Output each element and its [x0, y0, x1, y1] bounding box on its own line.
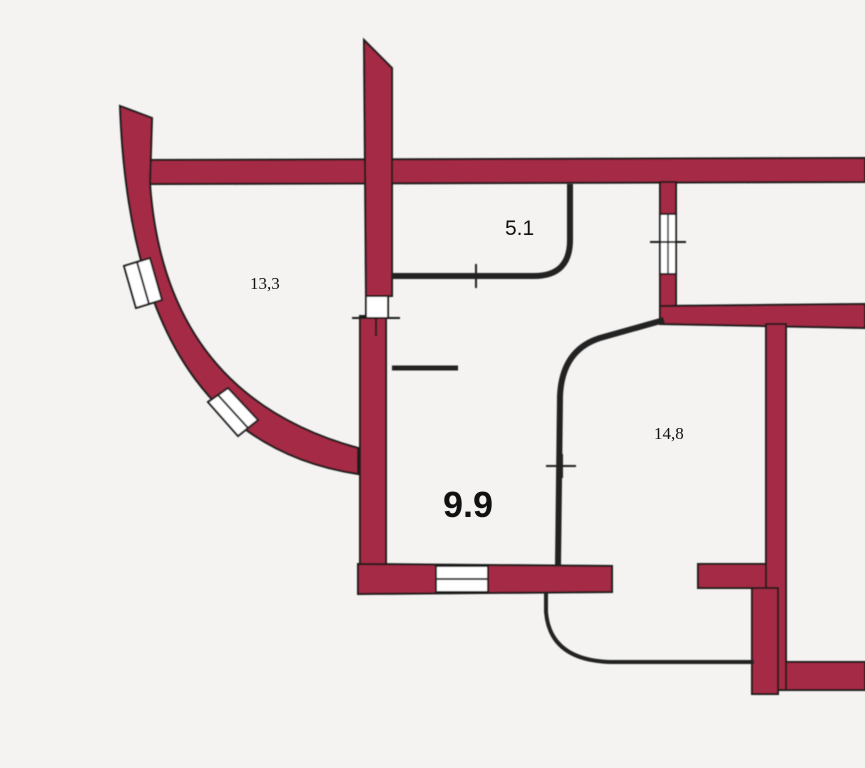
top-wall [149, 156, 865, 186]
bottom-right-stub [751, 587, 779, 695]
window-curved-upper [122, 256, 164, 310]
partition-room-5-1 [392, 184, 573, 279]
column-wall-lower [359, 315, 387, 573]
column-wall-upper [362, 37, 393, 297]
window-column [352, 295, 400, 336]
bottom-right-wall [697, 563, 767, 589]
room-label-14-8: 14,8 [654, 424, 684, 443]
far-right-bottom-wall [785, 661, 865, 691]
room-label-5-1: 5.1 [505, 217, 534, 240]
window-mid-vertical [650, 213, 686, 275]
corridor-curve [544, 592, 754, 664]
window-bottom [435, 565, 489, 593]
room-label-9-9: 9.9 [443, 484, 493, 525]
right-horizontal-wall [659, 302, 865, 330]
room-label-13-3: 13,3 [250, 274, 280, 293]
partition-room-14-8 [555, 317, 665, 567]
window-curved-lower [206, 386, 260, 438]
